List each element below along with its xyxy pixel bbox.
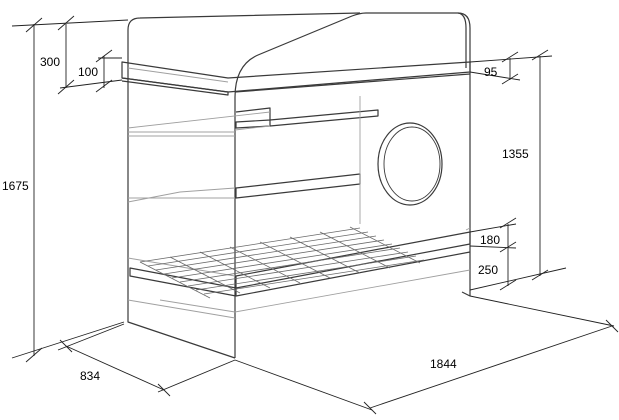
shelf	[235, 109, 379, 129]
lower-side-rail	[235, 231, 471, 289]
porthole-inner	[383, 126, 441, 202]
dim-top-rail-label: 300	[40, 55, 60, 69]
dim-depth-label: 834	[80, 369, 100, 383]
lower-base-edge	[235, 251, 471, 297]
dimension-labels: 1675 300 100 95 1355 180 250 834 1844	[2, 55, 529, 383]
back-end-panel-inner	[457, 12, 467, 68]
dim-length-label: 1844	[430, 357, 457, 371]
dim-length-line	[369, 325, 613, 409]
dim-lower-rail-label: 180	[480, 233, 500, 247]
dim-right-top-label: 95	[484, 65, 498, 79]
dim-lower-height-label: 250	[478, 263, 498, 277]
shelf-bracket	[235, 107, 271, 126]
dimension-lines	[11, 15, 619, 415]
dim-depth-line	[65, 345, 165, 391]
bed-frame	[121, 12, 471, 359]
hidden-lines	[127, 67, 471, 319]
dim-top-frame-label: 100	[78, 65, 98, 79]
front-end-panel-bottom	[127, 12, 361, 359]
top-back-rail	[234, 73, 471, 93]
front-end-panel	[234, 12, 367, 358]
top-guard-rail-front	[121, 77, 229, 96]
dim-tier-gap-label: 1355	[502, 147, 529, 161]
dim-total-height-label: 1675	[2, 179, 29, 193]
mid-back-rail	[235, 173, 361, 199]
lower-slat-grid	[139, 226, 425, 299]
porthole	[377, 122, 443, 206]
